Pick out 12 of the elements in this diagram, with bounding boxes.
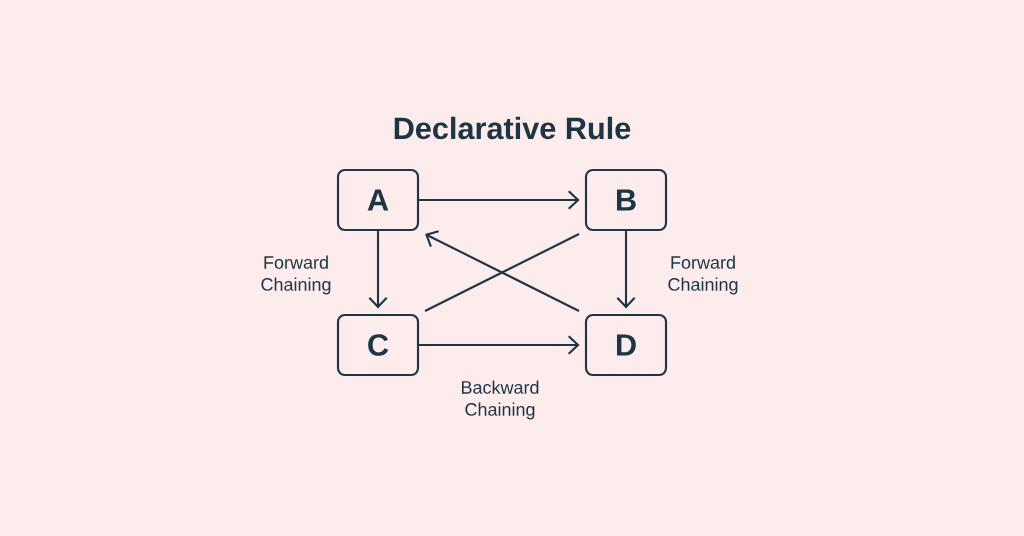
letter-box: C <box>336 313 420 377</box>
edge-label: Forward Chaining <box>261 255 331 295</box>
letter-box: A <box>336 168 420 232</box>
edge-label: Backward Chaining <box>462 380 539 420</box>
edge-label: Forward Chaining <box>668 255 738 295</box>
letter-box: D <box>584 313 668 377</box>
arrow <box>419 190 580 210</box>
title: Declarative Rule <box>394 116 631 140</box>
arrow <box>616 231 636 309</box>
letter-box: B <box>584 168 668 232</box>
arrow <box>419 335 580 355</box>
arrow <box>368 231 388 309</box>
